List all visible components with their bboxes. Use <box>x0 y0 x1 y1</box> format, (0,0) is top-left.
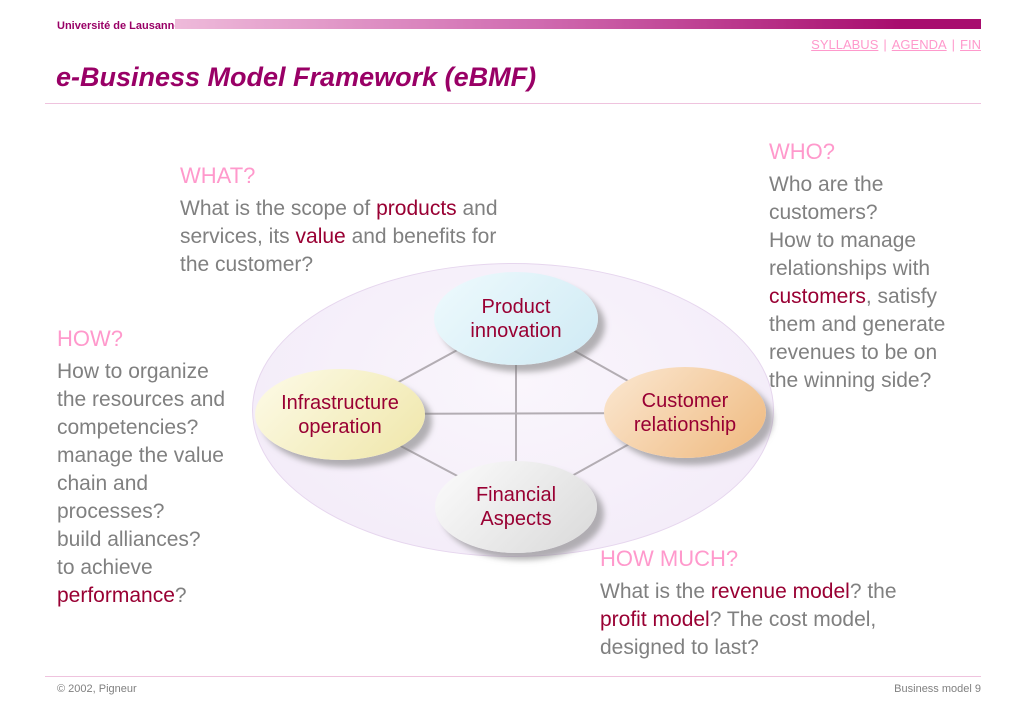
university-name: Université de Lausanne <box>57 20 181 32</box>
footer-page-label: Business model 9 <box>894 683 981 695</box>
nav-link-fin[interactable]: FIN <box>960 37 981 52</box>
nav-link-agenda[interactable]: AGENDA <box>891 37 947 52</box>
nav-separator: | <box>883 37 887 52</box>
nav-links: SYLLABUS | AGENDA | FIN <box>811 37 981 52</box>
text-block-how-much: HOW MUCH? What is the revenue model? the… <box>600 546 960 662</box>
how-much-heading: HOW MUCH? <box>600 546 739 571</box>
nav-link-syllabus[interactable]: SYLLABUS <box>811 37 879 52</box>
nav-separator: | <box>951 37 956 52</box>
header-gradient-bar <box>175 19 981 29</box>
who-heading: WHO? <box>769 139 835 164</box>
title-divider <box>45 103 981 104</box>
how-heading: HOW? <box>57 326 123 351</box>
footer-divider <box>45 676 981 677</box>
what-heading: WHAT? <box>180 163 256 188</box>
footer-copyright: © 2002, Pigneur <box>57 683 137 695</box>
slide-title: e-Business Model Framework (eBMF) <box>56 62 537 92</box>
